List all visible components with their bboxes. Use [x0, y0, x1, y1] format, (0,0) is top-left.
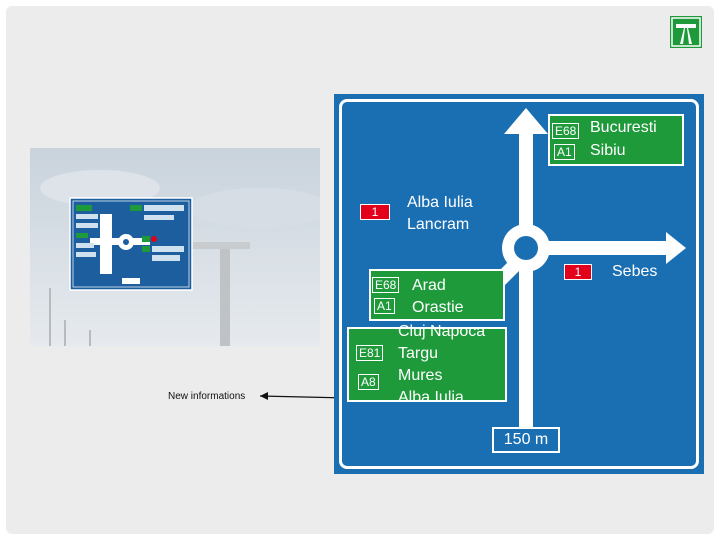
motorway-icon: [670, 16, 702, 48]
route-badge-1-east: 1: [564, 264, 592, 280]
route-badge-e68-north: E68: [552, 123, 580, 139]
destination-targu: Targu: [398, 345, 439, 362]
north-destination-panel: [548, 114, 684, 166]
destination-arad: Arad: [412, 277, 446, 294]
destination-bucuresti: Bucuresti: [590, 119, 657, 136]
route-badge-e68-southwest: E68: [372, 277, 400, 293]
destination-cluj-napoca: Cluj Napoca: [398, 323, 486, 340]
destination-sebes: Sebes: [612, 263, 658, 280]
destination-sibiu: Sibiu: [590, 142, 626, 159]
destination-orastie: Orastie: [412, 299, 464, 316]
destination-alba-iulia-new: Alba Iulia: [398, 389, 464, 406]
route-badge-a1-north: A1: [554, 144, 575, 160]
route-badge-1-left: 1: [360, 204, 390, 220]
sign-photo: [30, 148, 320, 346]
destination-alba-iulia: Alba Iulia: [407, 194, 473, 211]
junction-arrows: [492, 108, 686, 428]
direction-sign: E68 A1 Bucuresti Sibiu 1 Alba Iulia Lanc…: [334, 94, 704, 474]
annotation-label: New informations: [168, 391, 246, 402]
route-badge-e81: E81: [356, 345, 384, 361]
distance-label: 150 m: [492, 427, 560, 453]
sign-border: [339, 99, 699, 469]
destination-mures: Mures: [398, 367, 443, 384]
destination-lancram: Lancram: [407, 216, 470, 233]
route-badge-a1-southwest: A1: [374, 298, 395, 314]
route-badge-a8: A8: [358, 374, 379, 390]
